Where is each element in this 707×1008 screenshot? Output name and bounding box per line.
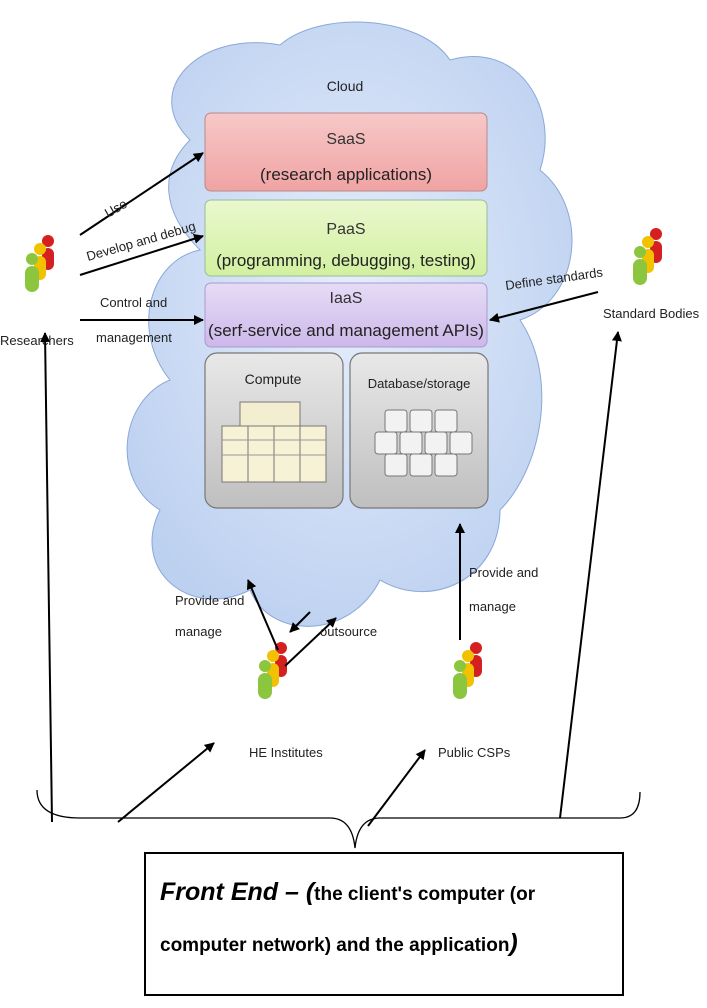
he-institutes-icon	[258, 642, 287, 699]
outsource-arrow	[284, 617, 337, 667]
he-provide-label-1: Provide and	[175, 593, 244, 608]
saas-layer	[204, 112, 488, 192]
database-icon	[374, 409, 473, 477]
control-label-2: management	[96, 330, 172, 345]
iaas-subtitle: (serf-service and management APIs)	[208, 321, 484, 340]
outsource-label: outsource	[320, 624, 377, 639]
saas-subtitle: (research applications)	[260, 165, 432, 184]
researchers-label: Researchers	[0, 333, 74, 348]
csp-provide-label-1: Provide and	[469, 565, 538, 580]
csp-long-arrow	[367, 749, 426, 827]
cloud-title: Cloud	[327, 78, 364, 94]
outsource-arrow-back	[289, 611, 311, 633]
caption-emphasis: Front End – (	[160, 878, 315, 906]
he-long-arrow	[117, 742, 215, 823]
he-provide-label-2: manage	[175, 624, 222, 639]
public-csps-label: Public CSPs	[438, 745, 511, 760]
control-label-1: Control and	[100, 295, 167, 310]
use-arrow	[79, 152, 204, 236]
csp-provide-label-2: manage	[469, 599, 516, 614]
paas-title: PaaS	[326, 221, 365, 238]
he-provide-arrow	[246, 579, 279, 651]
researchers-long-arrow	[40, 332, 53, 823]
develop-arrow	[79, 233, 204, 276]
storage-label: Database/storage	[368, 376, 471, 391]
caption-body: the client's computer (or computer netwo…	[160, 884, 536, 956]
iaas-layer	[204, 282, 488, 348]
saas-title: SaaS	[326, 131, 365, 148]
define-arrow	[489, 291, 599, 323]
develop-label: Develop and debug	[85, 218, 198, 264]
standard-bodies-icon	[633, 228, 662, 285]
curly-brace	[36, 789, 641, 849]
iaas-title: IaaS	[330, 290, 363, 307]
public-csps-icon	[453, 642, 482, 699]
front-end-caption: Front End – (the client's computer (or c…	[144, 852, 624, 996]
server-rack-icon	[221, 401, 327, 483]
caption-close: )	[509, 929, 518, 957]
standards-long-arrow	[559, 331, 622, 819]
standard-bodies-label: Standard Bodies	[603, 306, 700, 321]
paas-subtitle: (programming, debugging, testing)	[216, 251, 476, 270]
compute-label: Compute	[245, 371, 302, 387]
he-institutes-label: HE Institutes	[249, 745, 323, 760]
paas-layer	[204, 199, 488, 277]
researchers-icon	[25, 235, 54, 292]
